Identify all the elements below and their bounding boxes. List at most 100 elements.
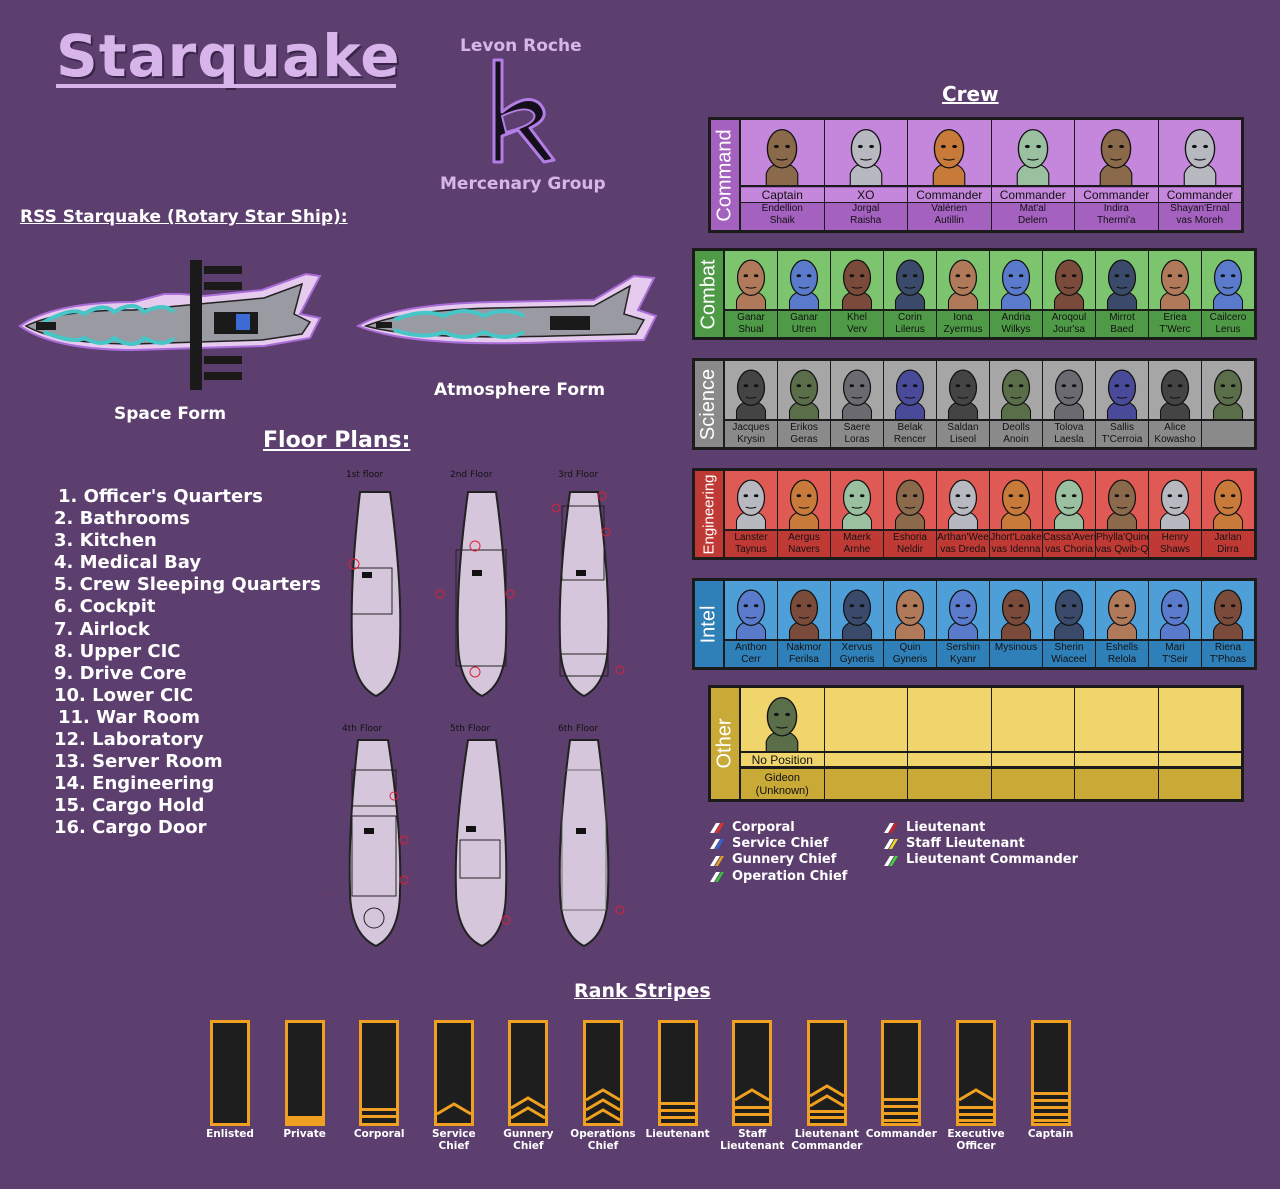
crew-name-line: Erikos <box>790 422 818 433</box>
crew-name-line: Cailcero <box>1209 312 1247 323</box>
legend-item: Corporal <box>708 820 847 836</box>
crew-portrait <box>1106 479 1138 533</box>
rank-stripe-label: Captain <box>1011 1128 1091 1140</box>
crew-name-line: Thermi'a <box>1096 215 1136 226</box>
crew-name-box: Phylla'Quinesvas Qwib-Qwib <box>1096 529 1148 557</box>
position-label <box>908 751 991 767</box>
crew-name-line: Zyermus <box>943 323 983 335</box>
crew-portrait <box>1159 589 1191 643</box>
crew-name-line: Geras <box>790 433 818 445</box>
crew-name-line: T'Werc <box>1159 323 1191 335</box>
crew-portrait <box>1159 479 1191 533</box>
crew-name-line: Anthon <box>735 642 767 653</box>
crew-name-line: Aroqoul <box>1051 312 1087 323</box>
crew-name-line: Shual <box>738 323 764 335</box>
rank-name-line: Staff <box>738 1128 767 1140</box>
room-item: 7. Airlock <box>54 618 150 640</box>
crew-name-line: Lilerus <box>895 323 925 335</box>
crew-name-line: Gyneris <box>892 653 928 665</box>
crew-portrait <box>1000 479 1032 533</box>
room-item: 12. Laboratory <box>54 729 204 751</box>
rank-name-line: Enlisted <box>206 1128 254 1140</box>
crew-name-line: Rencer <box>893 433 927 445</box>
room-item: 1. Officer's Quarters <box>58 486 263 507</box>
rank-stripe: Commander <box>861 1020 941 1140</box>
rank-stripe-bar <box>210 1020 250 1126</box>
crew-member <box>908 688 992 799</box>
rank-chip-icon <box>710 839 724 850</box>
page-title: Starquake <box>56 22 401 90</box>
crew-portrait <box>849 128 883 187</box>
crew-name-line: Mat'al <box>1019 203 1046 214</box>
crew-name-line: Arnhe <box>843 543 871 555</box>
legend-label: Lieutenant Commander <box>906 852 1078 868</box>
floor-label: 1st floor <box>346 470 384 480</box>
crew-name-line: Cassa'Avers <box>1043 532 1095 543</box>
position-label <box>1075 751 1158 767</box>
dept-label: Command <box>711 120 741 230</box>
crew-portrait <box>765 128 799 187</box>
crew-portrait <box>894 589 926 643</box>
crew-name-line: Riena <box>1214 642 1242 653</box>
crew-heading: Crew <box>942 82 999 106</box>
crew-name-line: Jarlan <box>1214 532 1242 543</box>
crew-portrait <box>947 589 979 643</box>
crew-portrait <box>1000 369 1032 423</box>
rank-stripe-bar <box>508 1020 549 1126</box>
crew-name-box <box>824 767 907 799</box>
crew-name-line: Raisha <box>850 215 882 226</box>
crew-name-line: Gyneris <box>839 653 875 665</box>
crew-portrait <box>947 369 979 423</box>
crew-name-line: Indira <box>1103 203 1129 214</box>
rank-stripe-label: Commander <box>861 1128 941 1140</box>
rank-chip-icon <box>710 823 724 834</box>
crew-name-line: Jorgal <box>852 203 880 214</box>
room-item: 5. Crew Sleeping Quarters <box>54 574 321 596</box>
rank-stripe: Private <box>265 1020 345 1140</box>
crew-portrait <box>1000 589 1032 643</box>
crew-portrait <box>1099 128 1133 187</box>
crew-name-line: Laesla <box>1054 433 1084 445</box>
crew-portrait <box>947 259 979 313</box>
crew-name-line: Corin <box>898 312 922 323</box>
crew-rank: XO <box>824 188 907 203</box>
crew-portrait <box>1159 259 1191 313</box>
crew-name-box <box>1158 767 1241 799</box>
rank-name-line: Lieutenant <box>794 1128 859 1140</box>
crew-name-line: Mirrot <box>1109 312 1135 323</box>
crew-name-line: Belak <box>897 422 923 433</box>
rank-stripes-heading: Rank Stripes <box>574 980 711 1002</box>
crew-name-line: vas Moreh <box>1176 215 1224 226</box>
crew-portrait <box>894 369 926 423</box>
crew-portrait <box>1053 369 1085 423</box>
crew-member <box>1158 688 1241 799</box>
title-underline <box>56 84 396 88</box>
logo-top-text: Levon Roche <box>460 36 582 56</box>
crew-name-line: Kowasho <box>1154 433 1196 445</box>
crew-portrait <box>735 589 767 643</box>
crew-name-line: Eshells <box>1105 642 1139 653</box>
rank-name-line: Lieutenant <box>720 1140 785 1152</box>
